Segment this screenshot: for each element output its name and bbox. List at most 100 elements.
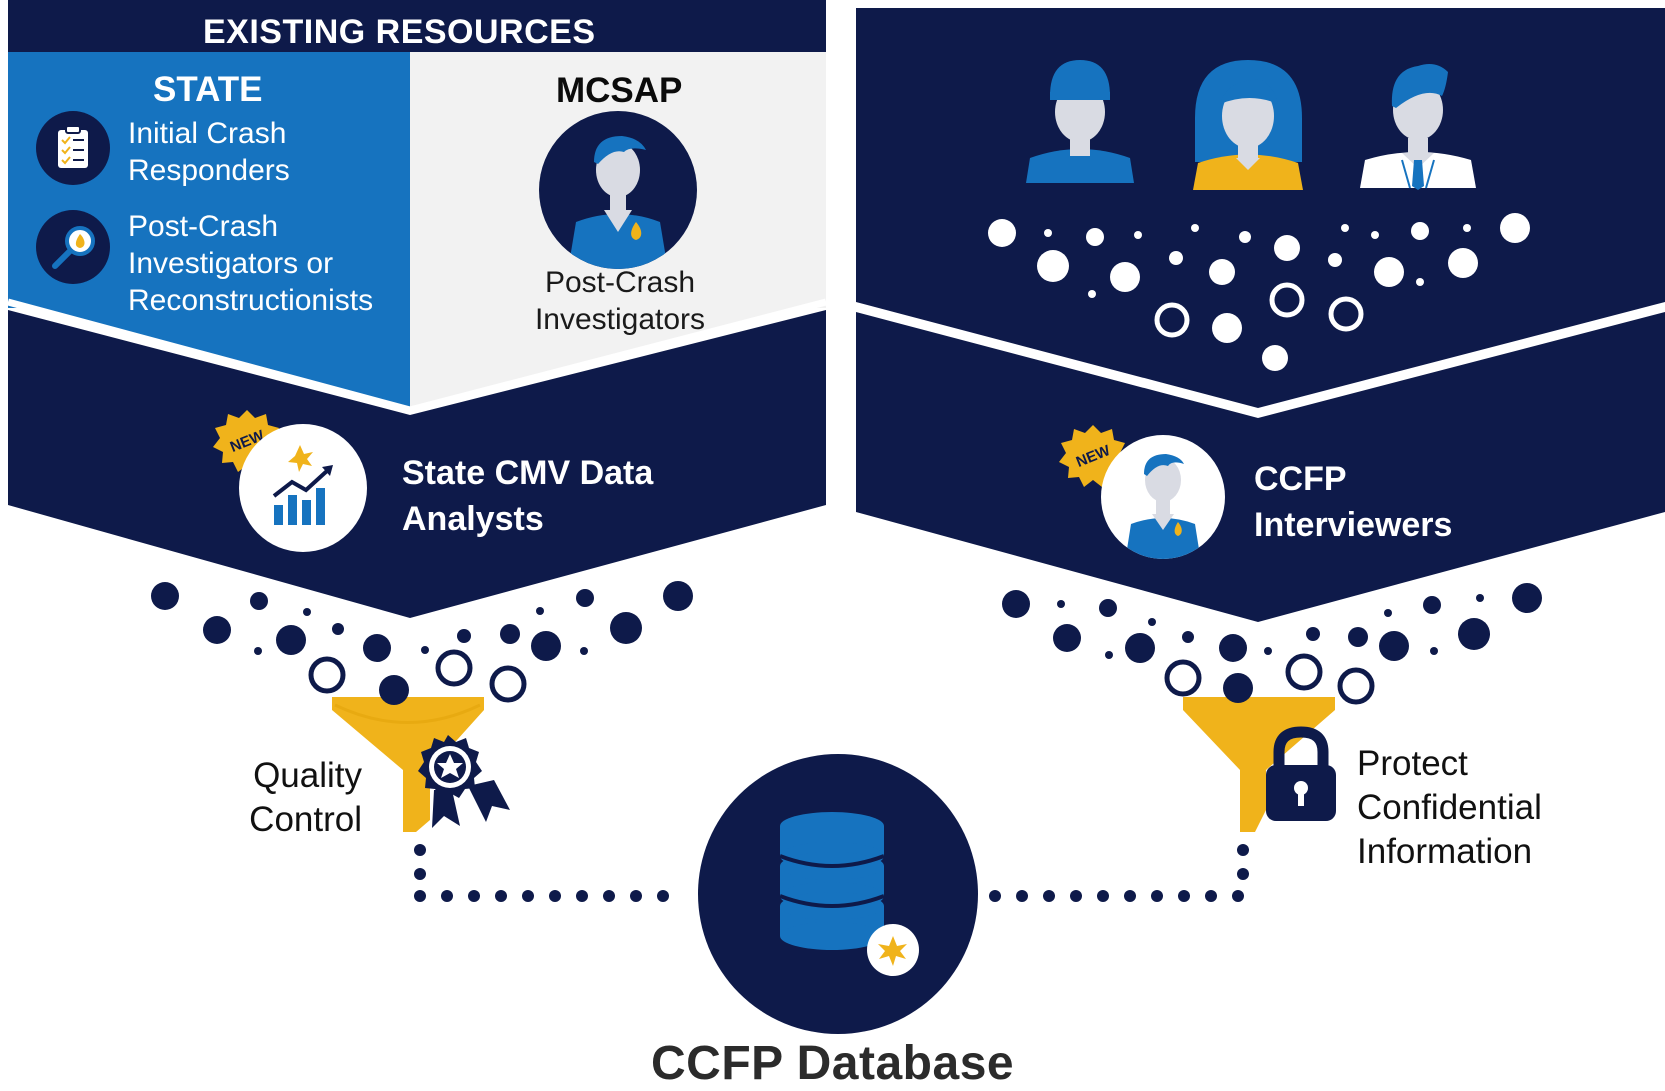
driver-cap-person-icon (1026, 60, 1134, 183)
magnifier-fire-icon (36, 210, 110, 284)
navy-ring-particle (1285, 653, 1323, 691)
navy-particle (1223, 673, 1253, 703)
mcsap-label-line: Post-Crash (544, 266, 696, 299)
award-ribbon-icon (418, 735, 510, 828)
navy-particle (1099, 599, 1117, 617)
left-panel (7, 0, 827, 618)
businessman-tie-icon (1360, 64, 1476, 190)
white-particle (1328, 253, 1342, 267)
white-particle (1134, 231, 1142, 239)
navy-ring-particle (489, 665, 527, 703)
navy-particle (1002, 590, 1030, 618)
navy-particle (1182, 631, 1194, 643)
ccfp-interviewers-label: CCFP Interviewers (1254, 456, 1452, 548)
navy-ring-particle (308, 656, 346, 694)
navy-particle (1512, 583, 1542, 613)
side-label-line: Control (249, 800, 362, 839)
state-cmv-data-analysts-label: State CMV Data Analysts (402, 450, 653, 542)
navy-particle (1306, 627, 1320, 641)
role-line: CCFP (1254, 460, 1347, 498)
existing-resources-header: EXISTING RESOURCES (203, 13, 596, 51)
database-stack-icon (698, 754, 978, 1034)
role-line: State CMV Data (402, 454, 654, 492)
navy-particle (151, 582, 179, 610)
white-particle (1044, 229, 1052, 237)
navy-particle (1458, 618, 1490, 650)
white-particle (1212, 313, 1242, 343)
navy-particle (500, 624, 520, 644)
white-particle (1086, 228, 1104, 246)
connector-dot (630, 890, 642, 902)
navy-particle (332, 623, 344, 635)
navy-particle (203, 616, 231, 644)
connector-dot (414, 890, 426, 902)
investigator-person-icon (539, 111, 697, 269)
connector-dot (576, 890, 588, 902)
white-particle (1374, 257, 1404, 287)
navy-particle (379, 675, 409, 705)
white-particle (1463, 224, 1471, 232)
connector-dot (1151, 890, 1163, 902)
role-line: Analysts (402, 500, 544, 538)
navy-particle (254, 647, 262, 655)
interviewer-person-icon (1101, 435, 1225, 559)
connector-dot (1237, 844, 1249, 856)
connector-dot (1124, 890, 1136, 902)
connector-dot (522, 890, 534, 902)
navy-particle (663, 581, 693, 611)
connector-dot (1097, 890, 1109, 902)
white-particle (988, 219, 1016, 247)
white-ring-particle (1154, 302, 1190, 338)
state-item-line: Post-Crash (128, 210, 279, 243)
navy-particle (1125, 633, 1155, 663)
navy-particle (421, 646, 429, 654)
data-particles (151, 213, 1542, 902)
connector-dot (549, 890, 561, 902)
white-particle (1411, 222, 1429, 240)
right-chevron-divider (855, 302, 1665, 417)
quality-control-label: Quality Control (236, 754, 362, 842)
connector-dot (495, 890, 507, 902)
white-particle (1037, 250, 1069, 282)
navy-particle (1219, 634, 1247, 662)
mcsap-label: Post-Crash Investigators (528, 264, 712, 338)
navy-particle (1057, 600, 1065, 608)
connector-dot (989, 890, 1001, 902)
white-ring-particle (1328, 296, 1364, 332)
connector-dot (414, 844, 426, 856)
left-funnel-icon (332, 697, 484, 832)
side-label-line: Confidential (1357, 788, 1542, 827)
white-particle (1191, 224, 1199, 232)
navy-particle (1430, 647, 1438, 655)
state-item-line: Investigators or (128, 247, 334, 280)
navy-particle (1348, 627, 1368, 647)
existing-resources-header-bar (8, 0, 826, 52)
mcsap-title: MCSAP (556, 71, 683, 110)
navy-particle (536, 607, 544, 615)
navy-particle (1105, 651, 1113, 659)
connector-dot (1016, 890, 1028, 902)
navy-particle (1423, 596, 1441, 614)
state-item-line: Responders (128, 154, 290, 187)
left-chevron-divider (7, 298, 827, 414)
connector-dot (603, 890, 615, 902)
white-particle (1239, 231, 1251, 243)
navy-particle (576, 589, 594, 607)
navy-particle (1148, 618, 1156, 626)
white-ring-particle (1269, 282, 1305, 318)
white-particle (1209, 259, 1235, 285)
white-particle (1341, 224, 1349, 232)
connector-dot (1237, 868, 1249, 880)
navy-particle (303, 608, 311, 616)
connector-dot (414, 868, 426, 880)
rising-chart-icon (239, 424, 367, 552)
navy-particle (457, 629, 471, 643)
navy-particle (1379, 631, 1409, 661)
white-particle (1169, 251, 1183, 265)
role-line: Interviewers (1254, 506, 1453, 544)
white-particle (1274, 235, 1300, 261)
white-particle (1088, 290, 1096, 298)
woman-person-icon (1193, 60, 1303, 190)
navy-particle (580, 647, 588, 655)
white-particle (1500, 213, 1530, 243)
